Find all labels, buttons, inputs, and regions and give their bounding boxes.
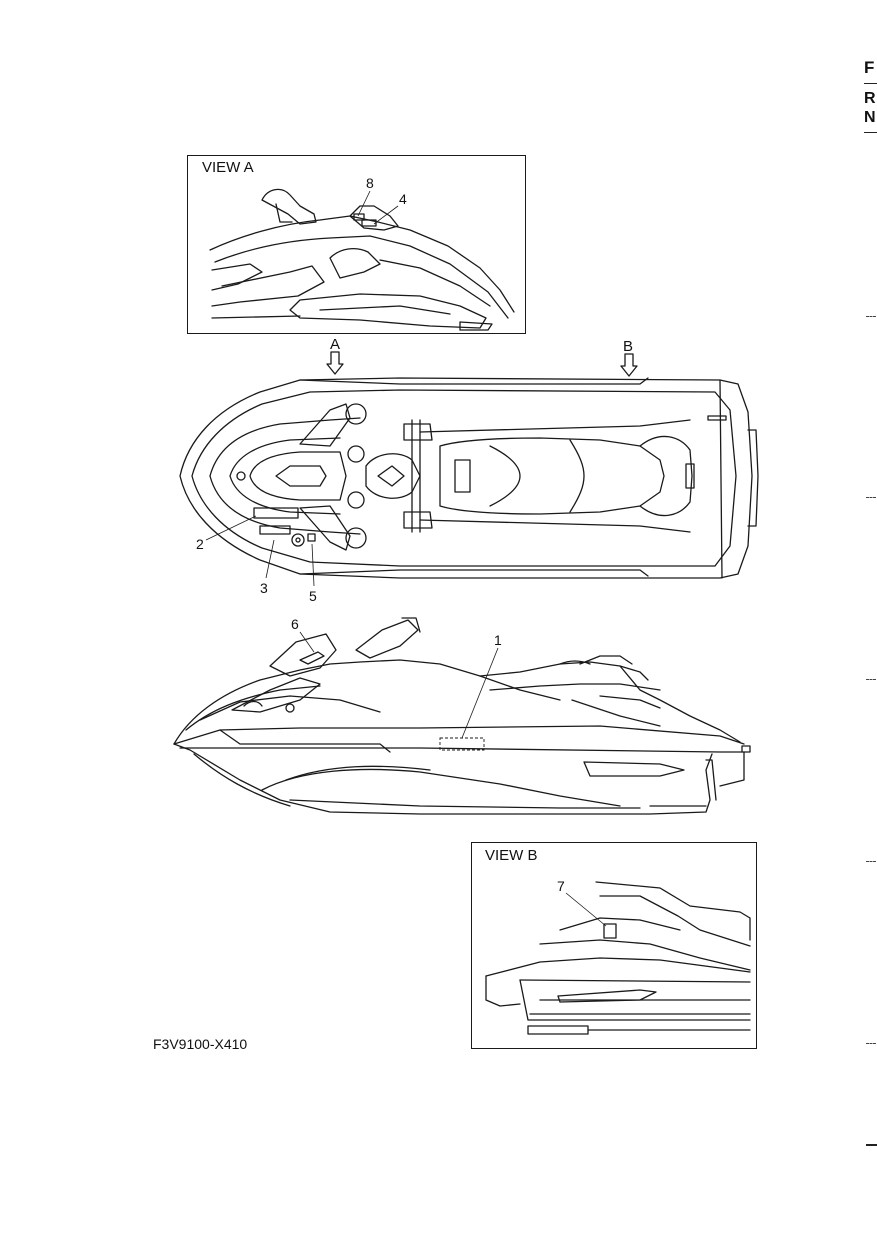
- margin-tick: [866, 316, 876, 317]
- view-b-frame: [471, 842, 757, 1049]
- margin-tick: [866, 497, 876, 498]
- callout-4: 4: [399, 191, 407, 207]
- arrow-a-label: A: [330, 336, 341, 353]
- view-b-title: VIEW B: [485, 847, 538, 864]
- callout-3: 3: [260, 580, 268, 596]
- callout-8: 8: [366, 175, 374, 191]
- callout-7: 7: [557, 878, 565, 894]
- callout-6: 6: [291, 616, 299, 632]
- margin-tick: [866, 1043, 876, 1044]
- margin-tick: [866, 861, 876, 862]
- arrow-b-label: B: [623, 338, 634, 355]
- margin-letter-r: R: [864, 90, 876, 107]
- margin-tick: [866, 1144, 877, 1146]
- arrow-b-icon: [620, 353, 638, 377]
- margin-letter-n: N: [864, 109, 876, 126]
- margin-tick: [866, 679, 876, 680]
- arrow-a-icon: [326, 351, 344, 375]
- callout-2: 2: [196, 536, 204, 552]
- margin-letter-f: F: [864, 58, 875, 77]
- view-a-title: VIEW A: [202, 159, 254, 176]
- view-a-frame: [187, 155, 526, 334]
- margin-rule: [864, 132, 877, 133]
- figure-code: F3V9100-X410: [153, 1036, 248, 1052]
- margin-rule: [864, 83, 877, 84]
- callout-1: 1: [494, 632, 502, 648]
- callout-5: 5: [309, 588, 317, 604]
